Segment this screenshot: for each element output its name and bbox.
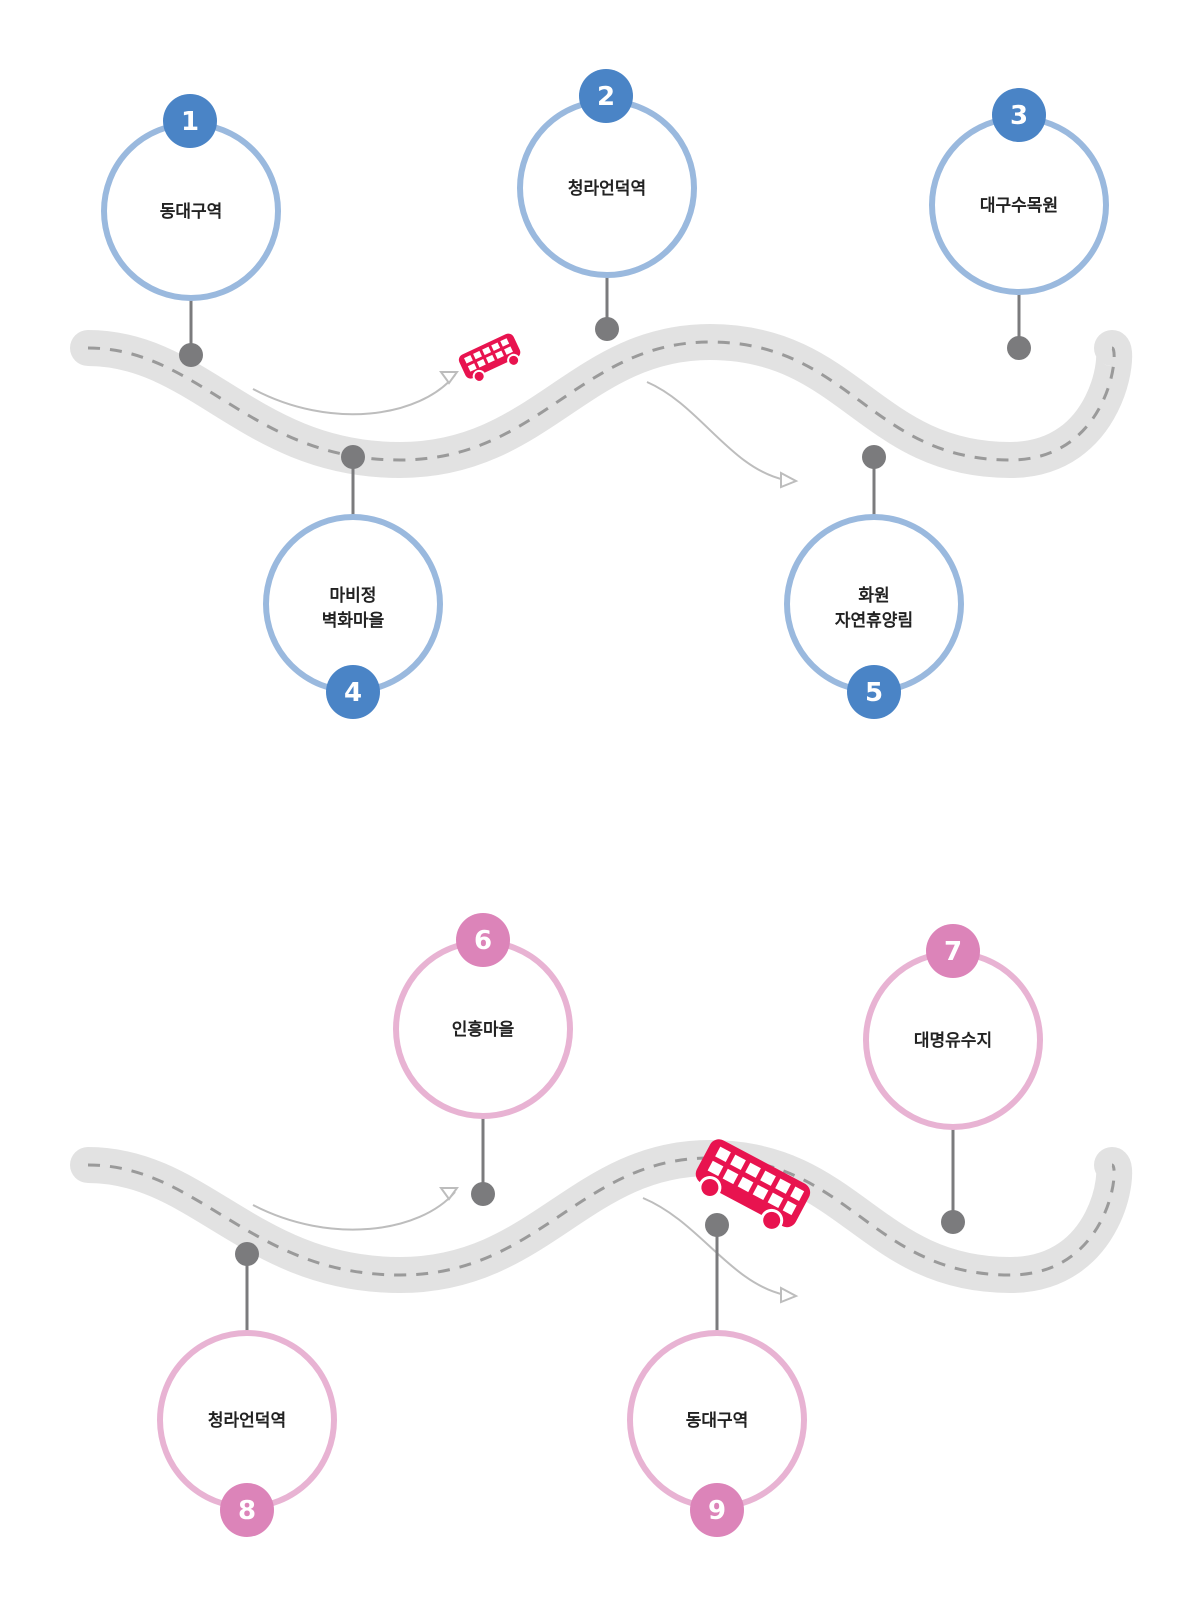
route-1: 동대구역 1 청라언덕역 2 대구수목원 3 마비정: [70, 69, 1133, 719]
stop-label: 청라언덕역: [568, 178, 646, 199]
stop-label: 인흥마을: [452, 1019, 515, 1040]
stop-9[interactable]: 동대구역 9: [627, 1213, 807, 1537]
stop-label: 대구수목원: [980, 196, 1058, 216]
stop-number: 5: [865, 678, 883, 708]
stop-label: 동대구역: [160, 202, 223, 222]
direction-arrow-1a: [252, 374, 456, 416]
road-pin: [1007, 336, 1031, 360]
stop-number: 7: [944, 937, 962, 967]
road-pin: [179, 343, 203, 367]
stop-number-badge: [326, 665, 380, 719]
bus-icon: [695, 1139, 811, 1232]
stop-number: 1: [181, 107, 199, 137]
stop-2[interactable]: 청라언덕역 2: [517, 69, 697, 341]
stop-1[interactable]: 동대구역 1: [101, 94, 281, 367]
stop-number-badge: [220, 1483, 274, 1537]
stop-number: 2: [597, 82, 615, 112]
direction-arrow-2a: [252, 1191, 456, 1231]
road-pin: [941, 1210, 965, 1234]
direction-arrow-head-2b: [780, 1286, 799, 1304]
direction-arrow-head-2a: [439, 1187, 459, 1201]
road-2-lane-dashes: [87, 1156, 1116, 1277]
stop-number-badge: [579, 69, 633, 123]
stop-4[interactable]: 마비정 벽화마을 4: [263, 445, 443, 719]
stop-6[interactable]: 인흥마을 6: [393, 913, 573, 1206]
stop-number: 3: [1010, 101, 1028, 131]
road-1-lane-dashes: [87, 340, 1116, 462]
stop-label: 대명유수지: [914, 1031, 992, 1051]
direction-arrow-1b: [646, 381, 786, 481]
direction-arrow-head-1a: [439, 371, 459, 385]
stop-7[interactable]: 대명유수지 7: [863, 924, 1043, 1234]
stop-number: 4: [344, 678, 362, 708]
stop-label-line-1: 마비정: [330, 586, 377, 606]
stop-number-badge: [926, 924, 980, 978]
stop-number: 6: [474, 926, 492, 956]
stop-number-badge: [847, 665, 901, 719]
stop-number-badge: [690, 1483, 744, 1537]
stop-number-badge: [992, 88, 1046, 142]
road-pin: [862, 445, 886, 469]
stop-label: 청라언덕역: [208, 1410, 286, 1431]
stop-number: 9: [708, 1496, 726, 1526]
bus-icon: [458, 333, 521, 383]
road-pin: [705, 1213, 729, 1237]
stop-5[interactable]: 화원 자연휴양림 5: [784, 445, 964, 719]
stop-label-line-2: 자연휴양림: [835, 610, 913, 631]
road-pin: [595, 317, 619, 341]
stop-number: 8: [238, 1496, 256, 1526]
road-pin: [235, 1242, 259, 1266]
stop-number-badge: [456, 913, 510, 967]
road-pin: [471, 1182, 495, 1206]
route-2: 인흥마을 6 대명유수지 7 청라언덕역 8 동대구역: [70, 913, 1133, 1537]
road-pin: [341, 445, 365, 469]
stop-label: 동대구역: [686, 1411, 749, 1431]
stop-label-line-1: 화원: [858, 586, 889, 606]
stop-8[interactable]: 청라언덕역 8: [157, 1242, 337, 1537]
direction-arrow-head-1b: [780, 471, 799, 489]
stop-label-line-2: 벽화마을: [322, 611, 385, 631]
road-1: [70, 323, 1133, 479]
stop-3[interactable]: 대구수목원 3: [929, 88, 1109, 360]
stop-number-badge: [163, 94, 217, 148]
direction-arrow-2b: [642, 1197, 786, 1296]
